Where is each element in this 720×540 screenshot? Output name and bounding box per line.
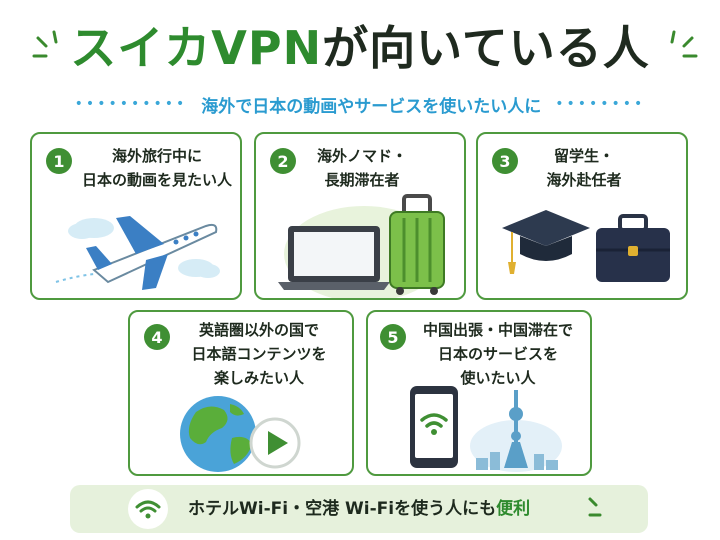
- wifi-icon-wrap: [128, 489, 168, 529]
- dots-left-decoration: ••••••••••: [74, 96, 188, 112]
- card-travel: 1 海外旅行中に 日本の動画を見たい人: [30, 132, 242, 300]
- page-title: スイカVPNが向いている人: [0, 18, 720, 78]
- card-text: 海外ノマド・ 長期滞在者: [316, 147, 407, 189]
- subtitle: 海外で日本の動画やサービスを使いたい人に: [201, 96, 542, 117]
- card-student: 3 留学生・ 海外赴任者: [476, 132, 688, 300]
- card-number: 2: [270, 148, 296, 174]
- suitcase-icon: [389, 194, 445, 295]
- briefcase-icon: [596, 214, 670, 282]
- sparkle-right-decoration: [670, 30, 698, 58]
- bottom-text-highlight: 便利: [496, 499, 531, 519]
- card-number: 3: [492, 148, 518, 174]
- card-non-english: 4 英語圏以外の国で 日本語コンテンツを 楽しみたい人: [128, 310, 354, 476]
- sparkle-left-decoration: [32, 30, 58, 58]
- airplane-icon: [55, 216, 220, 290]
- subtitle-row: •••••••••• 海外で日本の動画やサービスを使いたい人に ••••••••: [0, 92, 720, 117]
- play-icon: [249, 417, 301, 469]
- title-brand: スイカVPN: [70, 21, 323, 75]
- bottom-text-main: ホテルWi-Fi・空港 Wi-Fiを使う人にも: [188, 499, 497, 519]
- card-text: 海外旅行中に 日本の動画を見たい人: [81, 147, 232, 189]
- tower-icon: [470, 390, 562, 472]
- bottom-banner: ホテルWi-Fi・空港 Wi-Fiを使う人にも便利: [70, 485, 648, 533]
- card-text: 英語圏以外の国で 日本語コンテンツを 楽しみたい人: [191, 321, 327, 387]
- card-china: 5 中国出張・中国滞在で 日本のサービスを 使いたい人: [366, 310, 592, 476]
- bottom-text: ホテルWi-Fi・空港 Wi-Fiを使う人にも便利: [188, 485, 530, 533]
- dots-right-decoration: ••••••••: [555, 96, 646, 112]
- graduation-cap-icon: [502, 210, 590, 274]
- sparkle-bottom-decoration: [588, 497, 602, 517]
- card-number: 1: [46, 148, 72, 174]
- card-text: 中国出張・中国滞在で 日本のサービスを 使いたい人: [422, 321, 573, 387]
- card-number: 5: [380, 324, 406, 350]
- globe-icon: [180, 396, 256, 472]
- smartphone-icon: [410, 386, 458, 468]
- card-nomad: 2 海外ノマド・ 長期滞在者: [254, 132, 466, 300]
- card-text: 留学生・ 海外赴任者: [546, 147, 622, 189]
- title-rest: が向いている人: [322, 21, 650, 75]
- wifi-icon: [135, 500, 161, 519]
- card-number: 4: [144, 324, 170, 350]
